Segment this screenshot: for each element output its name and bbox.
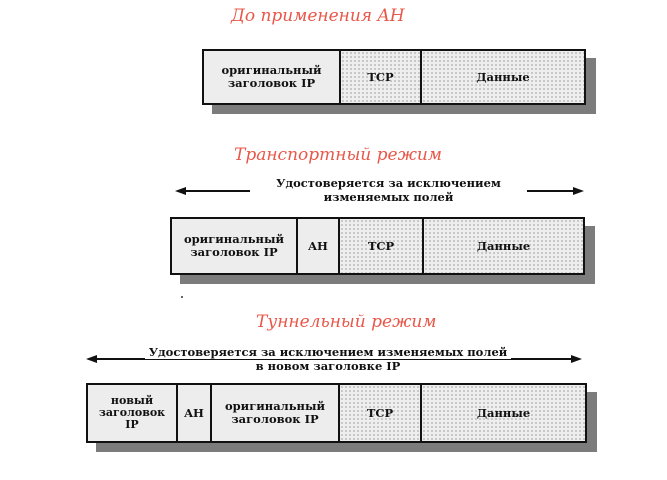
ip-header-segment: оригинальный заголовок IP — [172, 219, 296, 273]
tunnel-auth-line-2: в новом заголовке IP — [255, 359, 401, 373]
tcp-segment: TCP — [338, 219, 422, 273]
ah-segment: AH — [296, 219, 338, 273]
transport-auth-line-2: изменяемых полей — [323, 190, 454, 204]
data-segment: Данные — [420, 51, 584, 103]
tcp-segment: TCP — [339, 51, 420, 103]
data-segment: Данные — [420, 385, 585, 441]
tunnel-auth-line-1: Удостоверяется за исключением изменяемых… — [144, 345, 512, 359]
ah-segment: AH — [176, 385, 210, 441]
tcp-segment: TCP — [338, 385, 420, 441]
transport-auth-label: Удостоверяется за исключением изменяемых… — [250, 176, 527, 204]
tunnel-auth-label: Удостоверяется за исключением изменяемых… — [118, 345, 538, 373]
scan-speck — [181, 296, 183, 298]
before-ah-title: До применения AH — [231, 6, 405, 26]
transport-mode-title: Транспортный режим — [234, 145, 442, 165]
orig-ip-header-segment: оригинальный заголовок IP — [210, 385, 338, 441]
ip-header-segment: оригинальный заголовок IP — [204, 51, 339, 103]
tunnel-mode-title: Туннельный режим — [256, 312, 437, 332]
new-ip-header-segment: новый заголовок IP — [88, 385, 176, 441]
transport-auth-line-1: Удостоверяется за исключением — [276, 176, 501, 190]
data-segment: Данные — [422, 219, 583, 273]
